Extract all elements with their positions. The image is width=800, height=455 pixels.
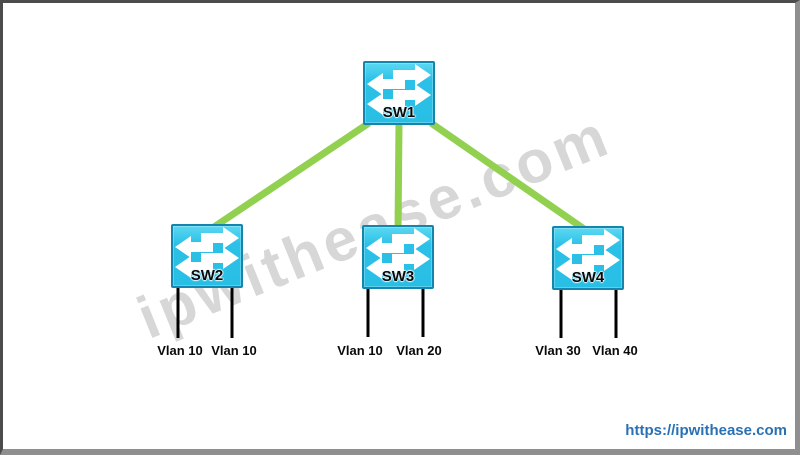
arrow-left-icon	[556, 258, 594, 280]
trunk-link-sw1-sw4-icon	[429, 120, 589, 234]
arrow-left-icon	[367, 93, 405, 115]
vlan-label-sw4-port1: Vlan 30	[535, 343, 581, 358]
arrow-right-icon	[201, 227, 239, 249]
switch-icon	[175, 227, 239, 278]
arrow-left-icon	[175, 256, 213, 278]
arrow-left-icon	[367, 73, 405, 95]
switch-icon	[367, 64, 431, 115]
arrow-right-icon	[582, 229, 620, 251]
switch-label-sw3: SW3	[381, 268, 415, 285]
arrow-right-icon	[582, 249, 620, 271]
arrow-left-icon	[366, 237, 404, 259]
switch-label-sw1: SW1	[382, 104, 416, 121]
vlan-label-sw2-port1: Vlan 10	[157, 343, 203, 358]
arrow-left-icon	[366, 257, 404, 279]
switch-label-sw2: SW2	[190, 267, 224, 284]
vlan-label-sw2-port2: Vlan 10	[211, 343, 257, 358]
arrow-right-icon	[393, 84, 431, 106]
trunk-link-sw1-sw2-icon	[206, 120, 371, 234]
vlan-label-sw3-port1: Vlan 10	[337, 343, 383, 358]
switch-icon	[556, 229, 620, 280]
footer-site-link[interactable]: https://ipwithease.com	[625, 422, 787, 439]
switch-node-sw2: SW2	[171, 224, 243, 288]
vlan-label-sw3-port2: Vlan 20	[396, 343, 442, 358]
switch-label-sw4: SW4	[571, 269, 605, 286]
switch-node-sw4: SW4	[552, 226, 624, 290]
switch-icon	[366, 228, 430, 279]
switch-node-sw1: SW1	[363, 61, 435, 125]
arrow-right-icon	[392, 248, 430, 270]
arrow-left-icon	[175, 236, 213, 258]
arrow-right-icon	[201, 247, 239, 269]
switch-node-sw3: SW3	[362, 225, 434, 289]
arrow-left-icon	[556, 238, 594, 260]
trunk-link-sw1-sw3-icon	[394, 122, 403, 232]
vlan-label-sw4-port2: Vlan 40	[592, 343, 638, 358]
arrow-right-icon	[392, 228, 430, 250]
arrow-right-icon	[393, 64, 431, 86]
connection-lines-layer	[176, 120, 618, 338]
